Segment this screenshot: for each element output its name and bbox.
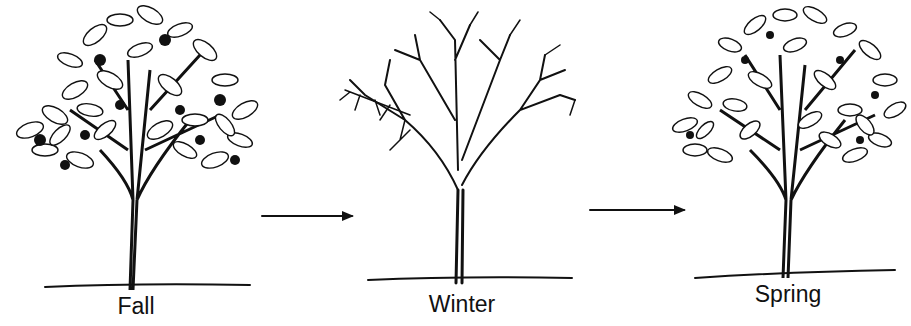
winter-tree: [340, 12, 575, 283]
season-label: Winter: [429, 292, 495, 317]
fall-tree: [14, 2, 260, 290]
ground-line: [368, 277, 572, 280]
arrow: [590, 209, 684, 211]
spring-tree: [671, 3, 909, 278]
season-label: Spring: [755, 282, 821, 307]
ground-line: [45, 284, 250, 287]
ground-line: [695, 270, 895, 278]
season-label: Fall: [117, 294, 154, 319]
arrow: [262, 215, 352, 217]
